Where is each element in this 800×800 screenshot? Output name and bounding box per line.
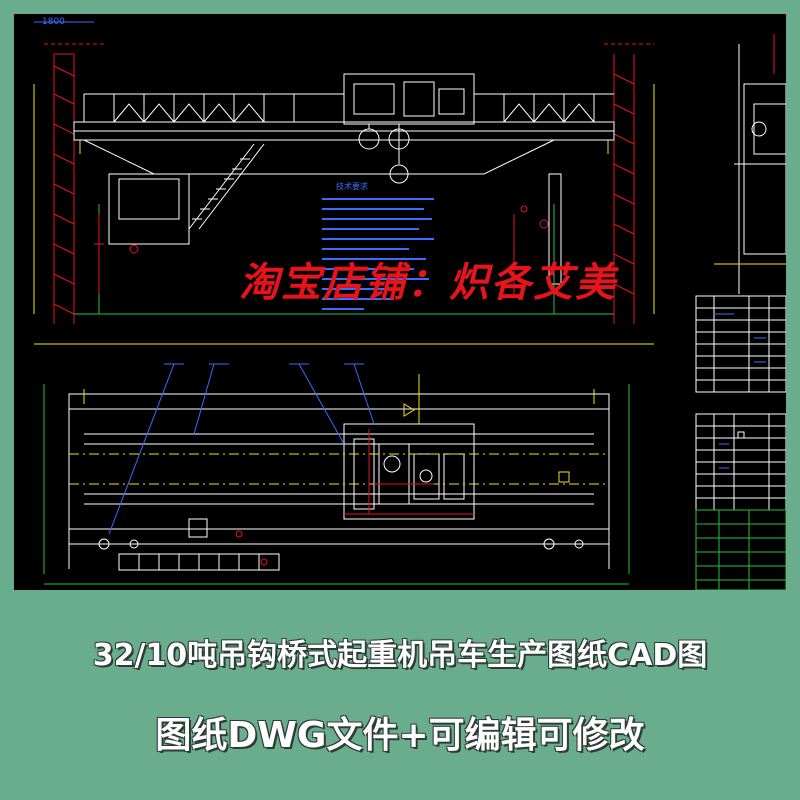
- technical-notes: 技术要求: [322, 181, 434, 310]
- cad-drawing-canvas: 1800: [14, 14, 786, 590]
- technical-notes-title: 技术要求: [336, 181, 368, 191]
- title-block: [695, 295, 786, 511]
- side-view: [714, 34, 786, 294]
- plan-view: [43, 363, 630, 585]
- product-title: 32/10吨吊钩桥式起重机吊车生产图纸CAD图: [92, 638, 708, 673]
- shop-watermark: 淘宝店铺：炽各艾美: [239, 260, 617, 306]
- elevation-view: 技术要求: [33, 43, 655, 345]
- product-subtitle: 图纸DWG文件+可编辑可修改: [155, 715, 645, 756]
